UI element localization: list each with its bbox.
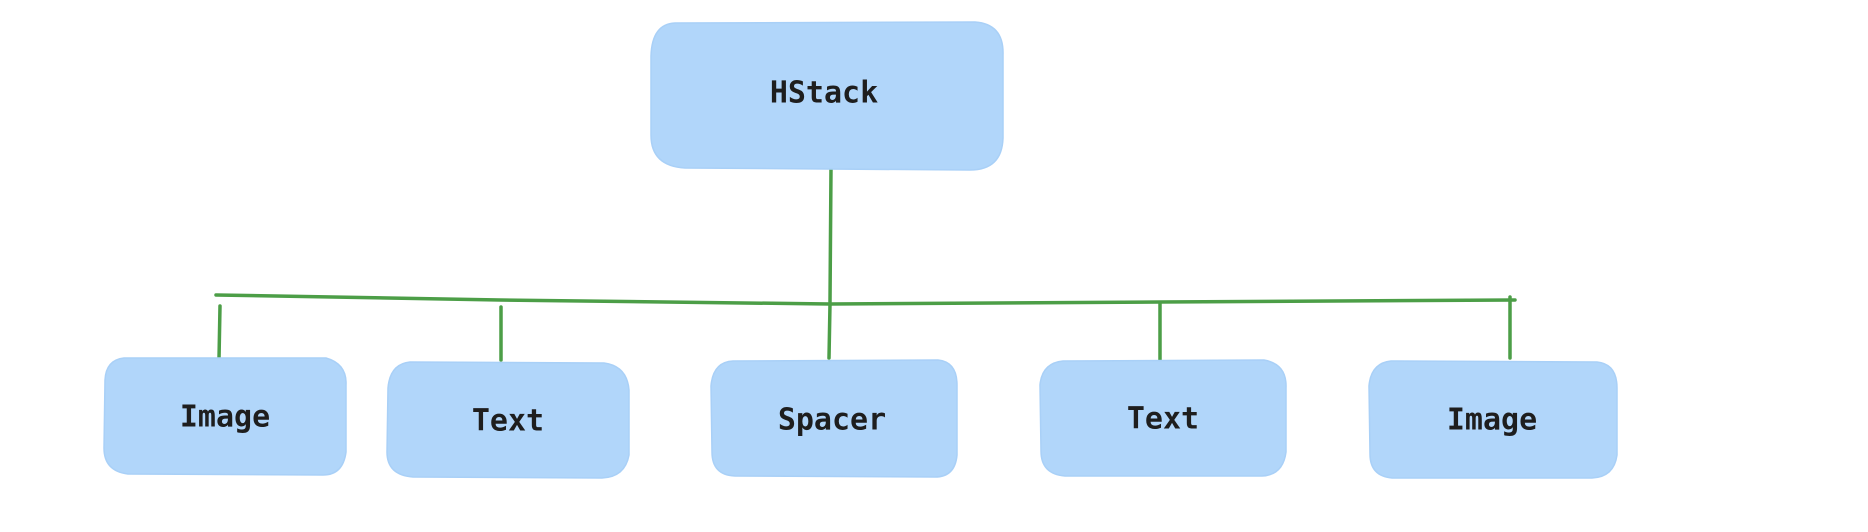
node-spacer: Spacer — [710, 359, 958, 478]
root-trunk-connector — [828, 166, 833, 304]
node-text-right-box — [1039, 359, 1287, 477]
node-text-left: Text — [386, 361, 630, 479]
horizontal-bus-connector — [214, 293, 1517, 306]
node-image-right-label: Image — [1447, 403, 1537, 438]
node-hstack: HStack — [650, 21, 1004, 171]
node-text-right: Text — [1039, 359, 1287, 477]
child-connector-image-left — [217, 304, 222, 361]
node-hstack-box — [650, 21, 1004, 171]
connectors — [214, 166, 1517, 366]
node-image-left-label: Image — [180, 400, 270, 435]
node-text-right-label: Text — [1127, 402, 1199, 437]
node-spacer-label: Spacer — [778, 403, 886, 438]
node-image-left: Image — [103, 357, 347, 476]
node-image-left-box — [103, 357, 347, 476]
node-spacer-box — [710, 359, 958, 478]
node-text-left-label: Text — [472, 404, 544, 439]
node-hstack-label: HStack — [770, 76, 878, 111]
child-connector-spacer — [827, 302, 832, 360]
node-image-right-box — [1368, 360, 1618, 479]
node-image-right: Image — [1368, 360, 1618, 479]
node-text-left-box — [386, 361, 630, 479]
